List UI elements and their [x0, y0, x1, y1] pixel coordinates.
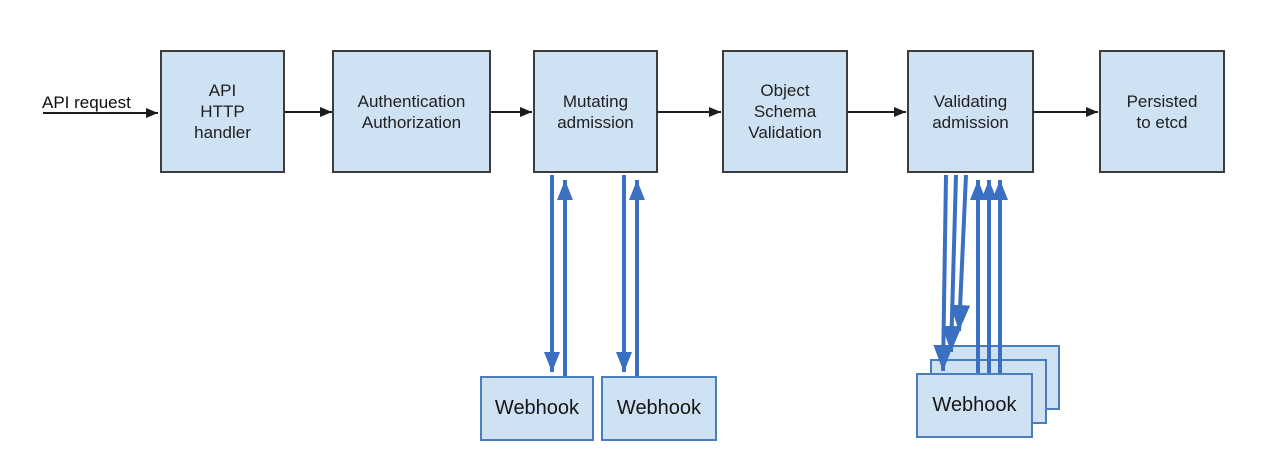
validating-webhook-call-arrow-3: [950, 174, 971, 332]
box-mutating-webhook-2: Webhook: [601, 376, 717, 441]
validating-webhook-call-arrow-1: [933, 174, 954, 372]
box-authentication-authorization: Authentication Authorization: [332, 50, 491, 173]
box-persisted-to-etcd: Persisted to etcd: [1099, 50, 1225, 173]
box-api-http-handler: API HTTP handler: [160, 50, 285, 173]
box-object-schema-validation: Object Schema Validation: [722, 50, 848, 173]
box-validating-admission: Validating admission: [907, 50, 1034, 173]
api-request-label: API request: [42, 93, 131, 112]
box-mutating-webhook-1: Webhook: [480, 376, 594, 441]
box-mutating-admission: Mutating admission: [533, 50, 658, 173]
box-validating-webhook-front: Webhook: [916, 373, 1033, 438]
validating-webhook-call-arrow-2: [941, 174, 962, 353]
